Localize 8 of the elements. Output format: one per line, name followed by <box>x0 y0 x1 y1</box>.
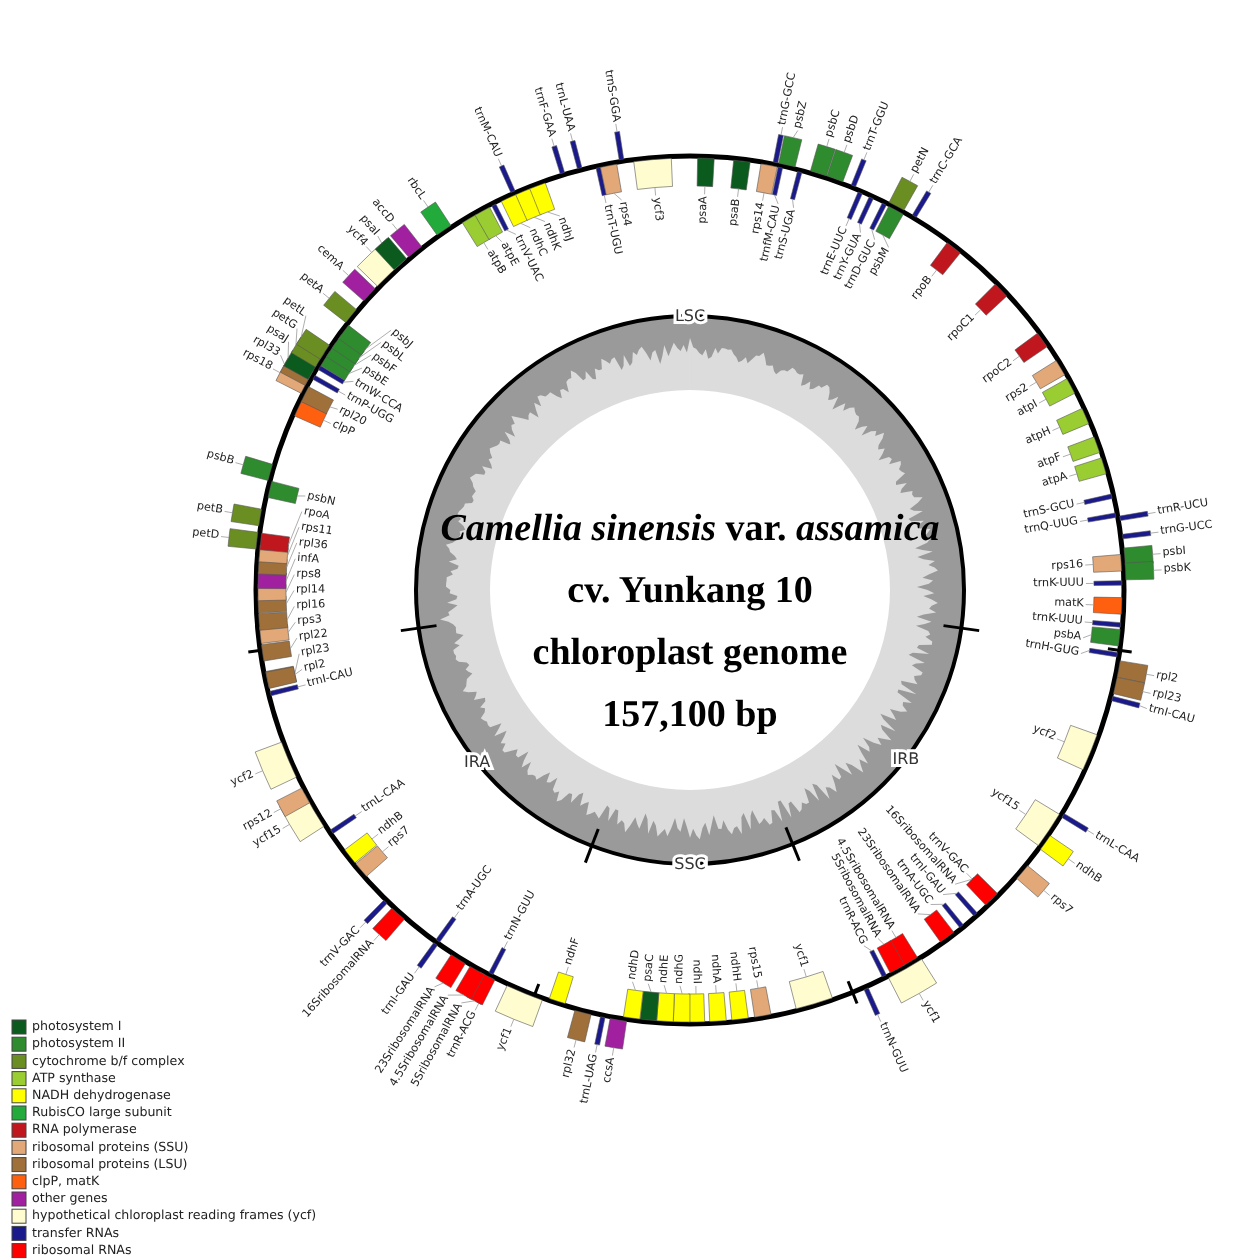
genome-title-line: chloroplast genome <box>530 632 850 676</box>
region-label: SSC <box>674 855 706 873</box>
region-label: IRA <box>464 753 491 772</box>
genome-title-line: 157,100 bp <box>600 694 780 738</box>
genome-title-line: cv. Yunkang 10 <box>565 570 815 614</box>
genome-title-line: Camellia sinensis var. assamica <box>438 508 942 552</box>
region-label: IRB <box>892 749 920 768</box>
region-label: LSC <box>674 307 706 325</box>
